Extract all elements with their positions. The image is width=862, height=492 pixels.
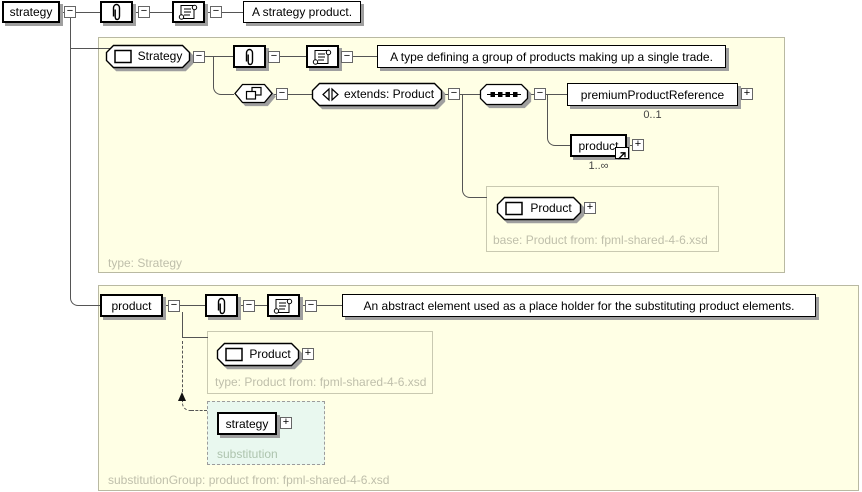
panel-strategy-type-footer: type: Strategy <box>108 256 183 270</box>
documentation-node-root[interactable] <box>172 1 205 23</box>
annotation-text: A strategy product. <box>251 5 353 19</box>
element-label: product <box>111 298 152 313</box>
element-label: strategy <box>225 416 269 431</box>
complextype-strategy-label: Strategy <box>137 49 183 63</box>
annotation-node-strategy[interactable] <box>233 45 266 68</box>
element-strategy-root[interactable]: strategy <box>2 1 60 23</box>
base-type-box <box>486 186 719 252</box>
panel-product-element-footer: substitutionGroup: product from: fpml-sh… <box>108 473 390 487</box>
connector <box>70 18 71 297</box>
collapse-button-strategy-annotation[interactable]: − <box>268 51 280 63</box>
documentation-node-product[interactable] <box>267 294 300 317</box>
collapse-button-derivation[interactable]: − <box>276 88 288 100</box>
element-premiumproductreference[interactable]: premiumProductReference <box>567 83 738 106</box>
derivation-icon <box>245 86 262 100</box>
annotation-node-root[interactable] <box>100 1 133 23</box>
annotation-text-root: A strategy product. <box>243 1 361 23</box>
element-type-box <box>207 331 433 394</box>
collapse-button-strategy-documentation[interactable]: − <box>341 51 353 63</box>
connector <box>462 94 463 189</box>
connector <box>471 197 487 198</box>
complextype-product-type-label: Product <box>249 347 291 361</box>
complextype-icon <box>505 201 523 216</box>
sequence-icon <box>487 92 521 97</box>
panel-strategy-type <box>98 37 785 273</box>
collapse-button-strategy[interactable]: − <box>193 51 205 63</box>
collapse-button-root-documentation[interactable]: − <box>210 6 222 18</box>
derivation-node[interactable] <box>234 83 276 107</box>
substitution-arrow-icon <box>178 392 186 401</box>
collapse-button-product-annotation[interactable]: − <box>243 300 255 312</box>
complextype-icon <box>114 49 132 64</box>
occurrence-label: 1..∞ <box>588 160 609 172</box>
connector <box>182 337 208 338</box>
connector <box>222 94 234 95</box>
documentation-icon <box>312 49 332 65</box>
complextype-product-type[interactable]: Product <box>216 342 303 370</box>
connector <box>273 94 312 95</box>
documentation-node-strategy[interactable] <box>306 45 339 68</box>
connector <box>213 56 214 85</box>
substitution-connector <box>182 401 192 411</box>
base-type-caption: base: Product from: fpml-shared-4-6.xsd <box>493 233 708 247</box>
element-label: premiumProductReference <box>580 87 725 102</box>
connector <box>556 145 570 146</box>
occurrence-label: 0..1 <box>643 109 662 121</box>
connector <box>442 94 480 95</box>
collapse-button-extends[interactable]: − <box>448 88 460 100</box>
substitution-caption: substitution <box>217 447 278 461</box>
annotation-text: An abstract element used as a place hold… <box>363 298 795 313</box>
paperclip-icon <box>112 3 121 21</box>
element-product[interactable]: product <box>100 294 163 317</box>
expand-button-product-type[interactable]: + <box>302 348 314 360</box>
expand-button-product-base[interactable]: + <box>584 202 596 214</box>
reference-arrow-icon <box>615 147 629 160</box>
annotation-text-product: An abstract element used as a place hold… <box>342 294 816 317</box>
connector <box>80 305 100 306</box>
connector <box>213 84 223 95</box>
element-strategy-substitution[interactable]: strategy <box>217 412 277 435</box>
annotation-text: A type defining a group of products maki… <box>390 49 713 64</box>
element-type-caption: type: Product from: fpml-shared-4-6.xsd <box>215 375 427 389</box>
connector <box>277 423 281 424</box>
sequence-node[interactable] <box>479 83 532 109</box>
element-product-ref[interactable]: product <box>570 134 627 157</box>
complextype-icon <box>225 347 243 362</box>
annotation-node-product[interactable] <box>205 294 238 317</box>
complextype-strategy[interactable]: Strategy <box>105 44 194 72</box>
expand-button-product-ref[interactable]: + <box>632 139 644 151</box>
documentation-icon <box>273 298 293 314</box>
paperclip-icon <box>245 48 254 65</box>
connector <box>60 12 243 13</box>
connector <box>627 145 633 146</box>
element-strategy-root-label: strategy <box>9 5 53 19</box>
substitution-connector <box>182 341 183 392</box>
collapse-button-product-documentation[interactable]: − <box>305 300 317 312</box>
collapse-button-sequence[interactable]: − <box>534 88 546 100</box>
connector <box>547 135 557 146</box>
connector <box>547 94 548 136</box>
collapse-button-root[interactable]: − <box>64 6 76 18</box>
extends-icon <box>322 87 339 102</box>
extends-label: extends: Product <box>343 87 435 101</box>
collapse-button-product[interactable]: − <box>168 300 180 312</box>
element-label: product <box>578 138 619 153</box>
connector <box>738 94 742 95</box>
documentation-icon <box>178 4 198 20</box>
substitution-connector <box>191 410 207 411</box>
annotation-text-strategy: A type defining a group of products maki… <box>377 45 726 68</box>
extends-node[interactable]: extends: Product <box>311 82 446 110</box>
connector <box>190 56 377 57</box>
connector <box>182 312 183 338</box>
complextype-product-base-label: Product <box>530 201 572 215</box>
expand-button-premiumproductreference[interactable]: + <box>741 88 753 100</box>
connector <box>70 48 110 49</box>
paperclip-icon <box>217 297 226 314</box>
collapse-button-root-annotation[interactable]: − <box>138 6 150 18</box>
connector <box>70 296 82 306</box>
expand-button-strategy-substitution[interactable]: + <box>280 417 292 429</box>
connector <box>462 187 472 198</box>
complextype-product-base[interactable]: Product <box>496 196 585 224</box>
